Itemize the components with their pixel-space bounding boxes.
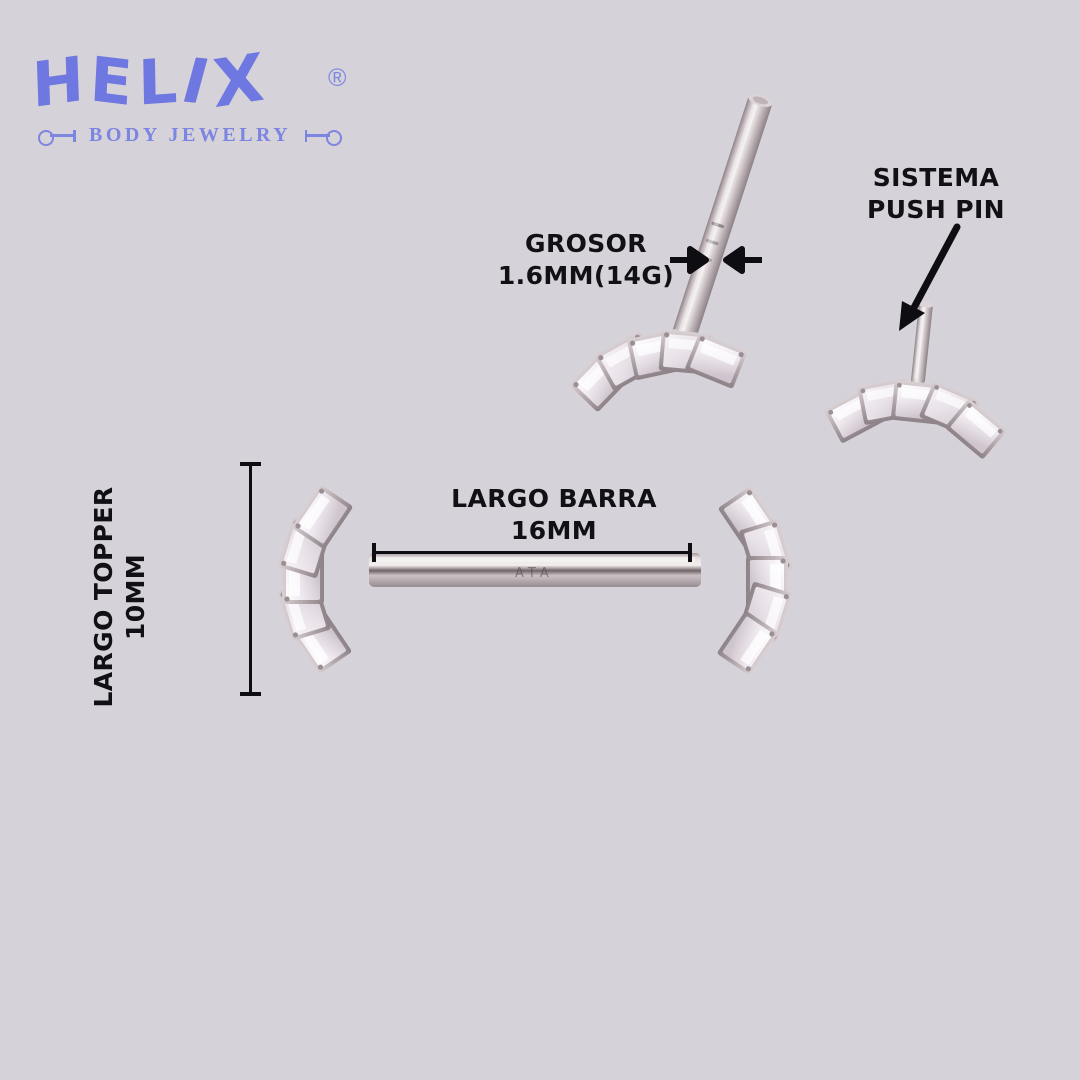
gem-fan-right: [717, 487, 793, 675]
brand-tagline-row: BODY JEWELRY: [38, 124, 343, 147]
barbell-icon: [38, 128, 78, 146]
dimension-line-bar-length: [372, 543, 692, 562]
label-bar-length: LARGO BARRA 16MM: [451, 484, 657, 545]
wordmark-letter-e: E: [88, 42, 141, 121]
label-push-pin-system: SISTEMA PUSH PIN: [866, 163, 1005, 224]
dimension-cap-left: [372, 543, 376, 562]
wordmark-letter-i: I: [181, 43, 216, 120]
barbell-icon: [302, 128, 343, 146]
wordmark-letter-h: H: [30, 41, 92, 122]
product-topper-push-pin: [825, 301, 1006, 459]
label-topper-length: LARGO TOPPER 10MM: [89, 486, 150, 708]
post-shaft: [669, 93, 773, 351]
arrow-pointer-push-pin-icon: [899, 223, 961, 331]
registered-trademark-icon: ®: [328, 64, 347, 92]
arrow-right-icon: [670, 246, 709, 274]
gem-fan: [570, 329, 747, 412]
dimension-cap-right: [688, 543, 692, 562]
svg-text:ATA: ATA: [515, 566, 554, 581]
label-thickness: GROSOR 1.6MM(14G): [497, 229, 675, 290]
product-topper-with-post: [570, 93, 773, 412]
product-assembled-barbell: ATA: [277, 485, 793, 675]
arrow-left-icon: [723, 246, 762, 274]
push-pin-post: [911, 301, 933, 384]
brand-tagline: BODY JEWELRY: [89, 124, 292, 146]
dimension-cap-bottom: [240, 692, 261, 696]
barbell-shaft: ATA: [369, 553, 701, 587]
brand-wordmark: HELIX: [31, 38, 332, 123]
dimension-cap-top: [240, 462, 261, 466]
dimension-line-topper-length: [240, 462, 261, 696]
wordmark-letter-x: X: [210, 37, 273, 124]
gem-fan-left: [277, 485, 353, 673]
brand-logo: HELIX ® BODY JEWELRY: [31, 38, 372, 168]
gem-fan: [825, 377, 1006, 459]
wordmark-letter-l: L: [137, 43, 185, 120]
